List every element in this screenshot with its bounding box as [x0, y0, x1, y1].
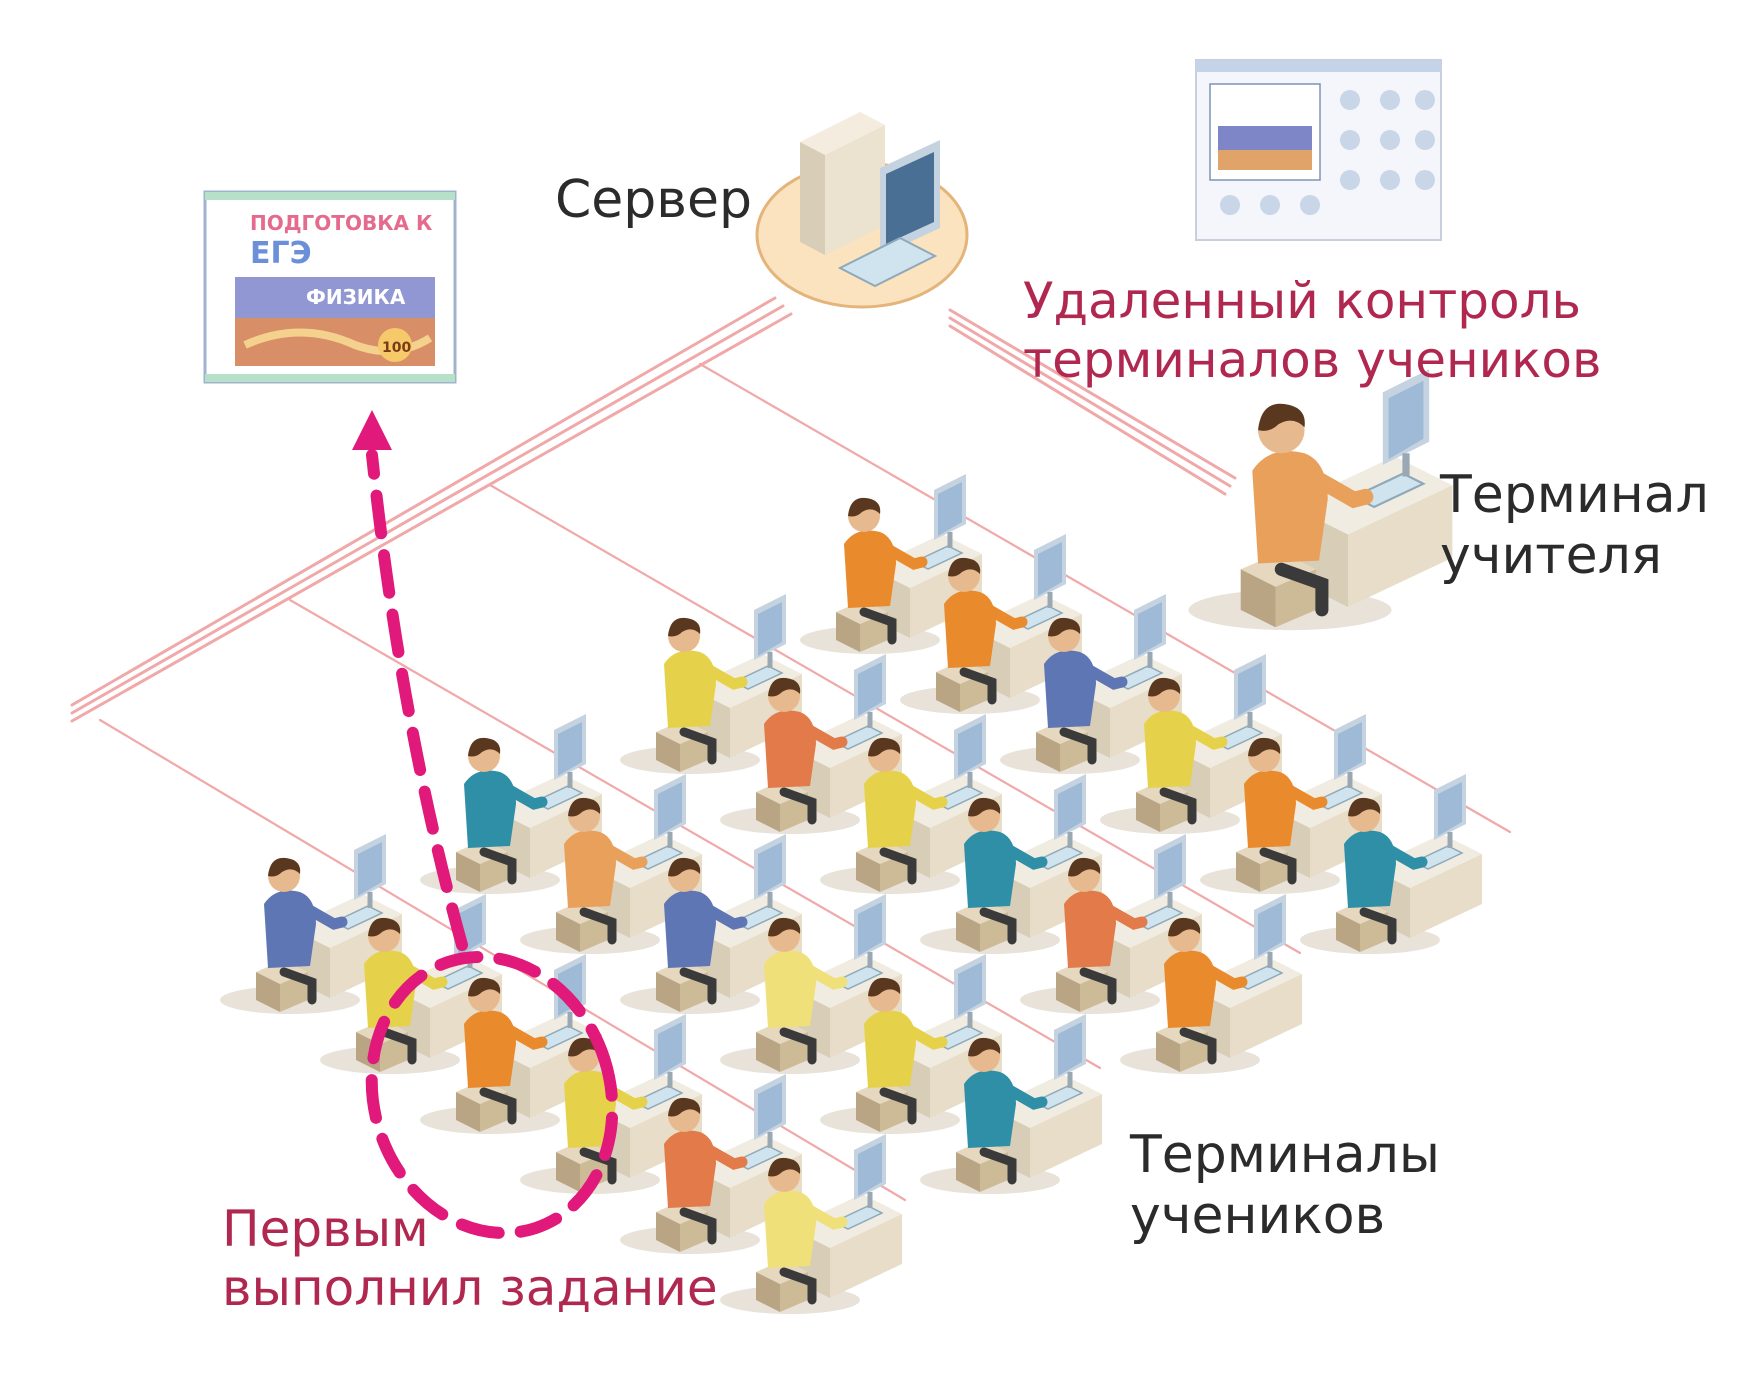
- student-terminals-label-line1: Терминалы: [1130, 1125, 1440, 1185]
- teacher-terminal-label-line1: Терминал: [1440, 465, 1709, 525]
- first-finisher-label-line2: выполнил задание: [222, 1259, 718, 1317]
- book-badge: 100: [382, 340, 411, 356]
- first-finisher-label-line1: Первым: [222, 1200, 429, 1258]
- book-line1: ПОДГОТОВКА К: [250, 211, 433, 235]
- server-icon: [755, 112, 969, 309]
- book-line2: ЕГЭ: [250, 236, 312, 271]
- dashed-arrow-icon: [352, 410, 392, 450]
- server-label: Сервер: [555, 170, 752, 230]
- teacher-terminal-label: Терминал учителя: [1440, 465, 1709, 588]
- remote-control-label-line2: терминалов учеников: [1023, 331, 1602, 389]
- teacher-workstation-icon: [1189, 369, 1453, 630]
- ege-book-thumbnail: ПОДГОТОВКА К ЕГЭ ФИЗИКА 100: [203, 190, 457, 384]
- remote-screen-thumbnail: [1195, 59, 1442, 241]
- first-finisher-highlight: [365, 449, 619, 1240]
- student-terminals-label-line2: учеников: [1130, 1186, 1386, 1247]
- remote-control-label-line1: Удаленный контроль: [1023, 272, 1582, 330]
- student-terminals-label: Терминалы учеников: [1130, 1125, 1440, 1248]
- first-finisher-label: Первым выполнил задание: [222, 1200, 718, 1318]
- remote-control-label: Удаленный контроль терминалов учеников: [1023, 272, 1601, 390]
- book-line3: ФИЗИКА: [306, 285, 406, 309]
- teacher-terminal-label-line2: учителя: [1440, 526, 1663, 587]
